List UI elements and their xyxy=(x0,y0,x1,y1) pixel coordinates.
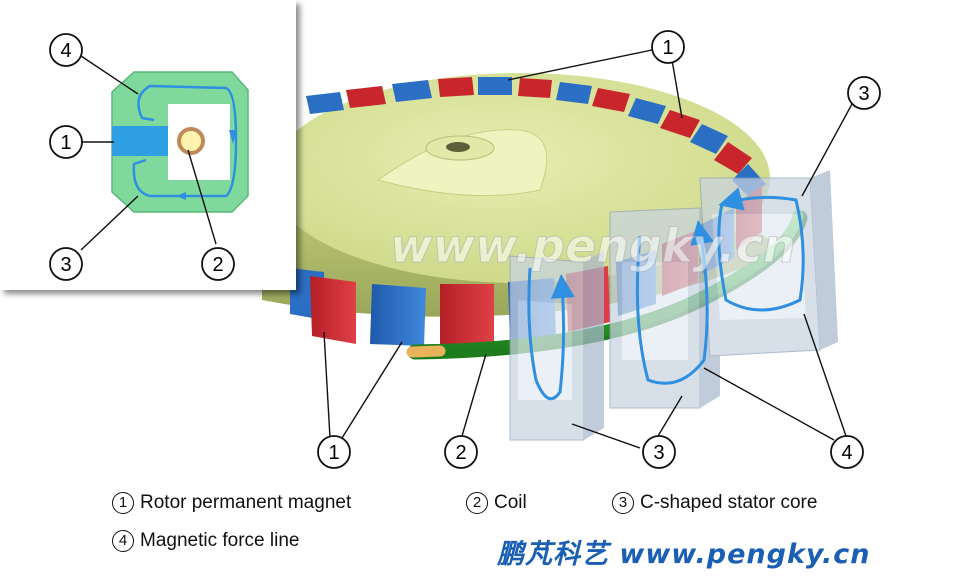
svg-text:3: 3 xyxy=(60,254,71,276)
svg-text:1: 1 xyxy=(662,37,673,59)
magnet-blue xyxy=(690,124,728,154)
magnet-blue xyxy=(370,284,426,346)
stator-cores xyxy=(509,170,838,441)
callout-inset-1: 1 xyxy=(49,125,83,159)
magnet-red xyxy=(592,88,630,112)
magnet-red xyxy=(440,284,494,348)
inset-leaders xyxy=(80,55,217,251)
callout-bottom-2: 2 xyxy=(444,435,478,469)
magnet-red xyxy=(310,276,356,344)
callout-bottom-4: 4 xyxy=(830,435,864,469)
callout-right-3: 3 xyxy=(847,76,881,110)
rotor-magnets-back xyxy=(306,77,766,198)
arrow-icon xyxy=(176,192,186,200)
inset-core xyxy=(111,71,249,213)
brand-footer[interactable]: 鹏芃科艺 www.pengky.cn xyxy=(497,539,871,570)
legend-label: Rotor permanent magnet xyxy=(140,492,352,513)
legend-item-coil: 2 Coil xyxy=(466,492,527,514)
magnet-blue xyxy=(628,98,666,124)
magnet-blue xyxy=(306,92,344,114)
magnet-red xyxy=(660,110,700,138)
legend-label: Magnetic force line xyxy=(140,530,300,551)
magnet-blue xyxy=(478,77,512,95)
magnet-blue xyxy=(392,80,432,102)
svg-text:3: 3 xyxy=(858,83,869,105)
svg-text:4: 4 xyxy=(60,40,71,62)
callout-bottom-1: 1 xyxy=(317,435,351,469)
inset-panel xyxy=(0,0,296,290)
callout-inset-3: 3 xyxy=(49,247,83,281)
stator-core-1 xyxy=(509,250,604,441)
legend-item-rotor-magnet: 1 Rotor permanent magnet xyxy=(112,492,351,514)
legend-item-force-line: 4 Magnetic force line xyxy=(112,530,299,552)
watermark: www.pengky.cn xyxy=(390,219,796,273)
callout-bottom-3: 3 xyxy=(642,435,676,469)
magnet-red xyxy=(518,78,552,98)
svg-text:1: 1 xyxy=(328,442,339,464)
inset-coil xyxy=(177,127,205,155)
magnet-blue xyxy=(556,82,592,104)
callout-top-1: 1 xyxy=(651,30,685,64)
svg-text:1: 1 xyxy=(60,132,71,154)
legend-number: 2 xyxy=(466,492,488,514)
svg-text:2: 2 xyxy=(212,254,223,276)
coil-lead xyxy=(406,345,446,358)
inset-force-line xyxy=(132,84,238,198)
legend-number: 1 xyxy=(112,492,134,514)
stator-core-3 xyxy=(699,170,838,357)
inset-magnet xyxy=(112,126,168,156)
hub-cone xyxy=(376,129,548,197)
magnet-red xyxy=(346,86,386,108)
legend-label: Coil xyxy=(494,492,527,513)
svg-text:2: 2 xyxy=(455,442,466,464)
legend-item-stator-core: 3 C-shaped stator core xyxy=(612,492,817,514)
magnet-red xyxy=(714,142,752,174)
legend-label: C-shaped stator core xyxy=(640,492,818,513)
magnet-red xyxy=(438,77,474,97)
leader-lines xyxy=(323,49,853,449)
arrow-icon xyxy=(229,130,237,144)
svg-text:4: 4 xyxy=(841,442,852,464)
legend-number: 4 xyxy=(112,530,134,552)
svg-text:3: 3 xyxy=(653,442,664,464)
legend-number: 3 xyxy=(612,492,634,514)
callout-inset-4: 4 xyxy=(49,33,83,67)
callout-inset-2: 2 xyxy=(201,247,235,281)
magnetic-force-lines xyxy=(527,187,805,401)
